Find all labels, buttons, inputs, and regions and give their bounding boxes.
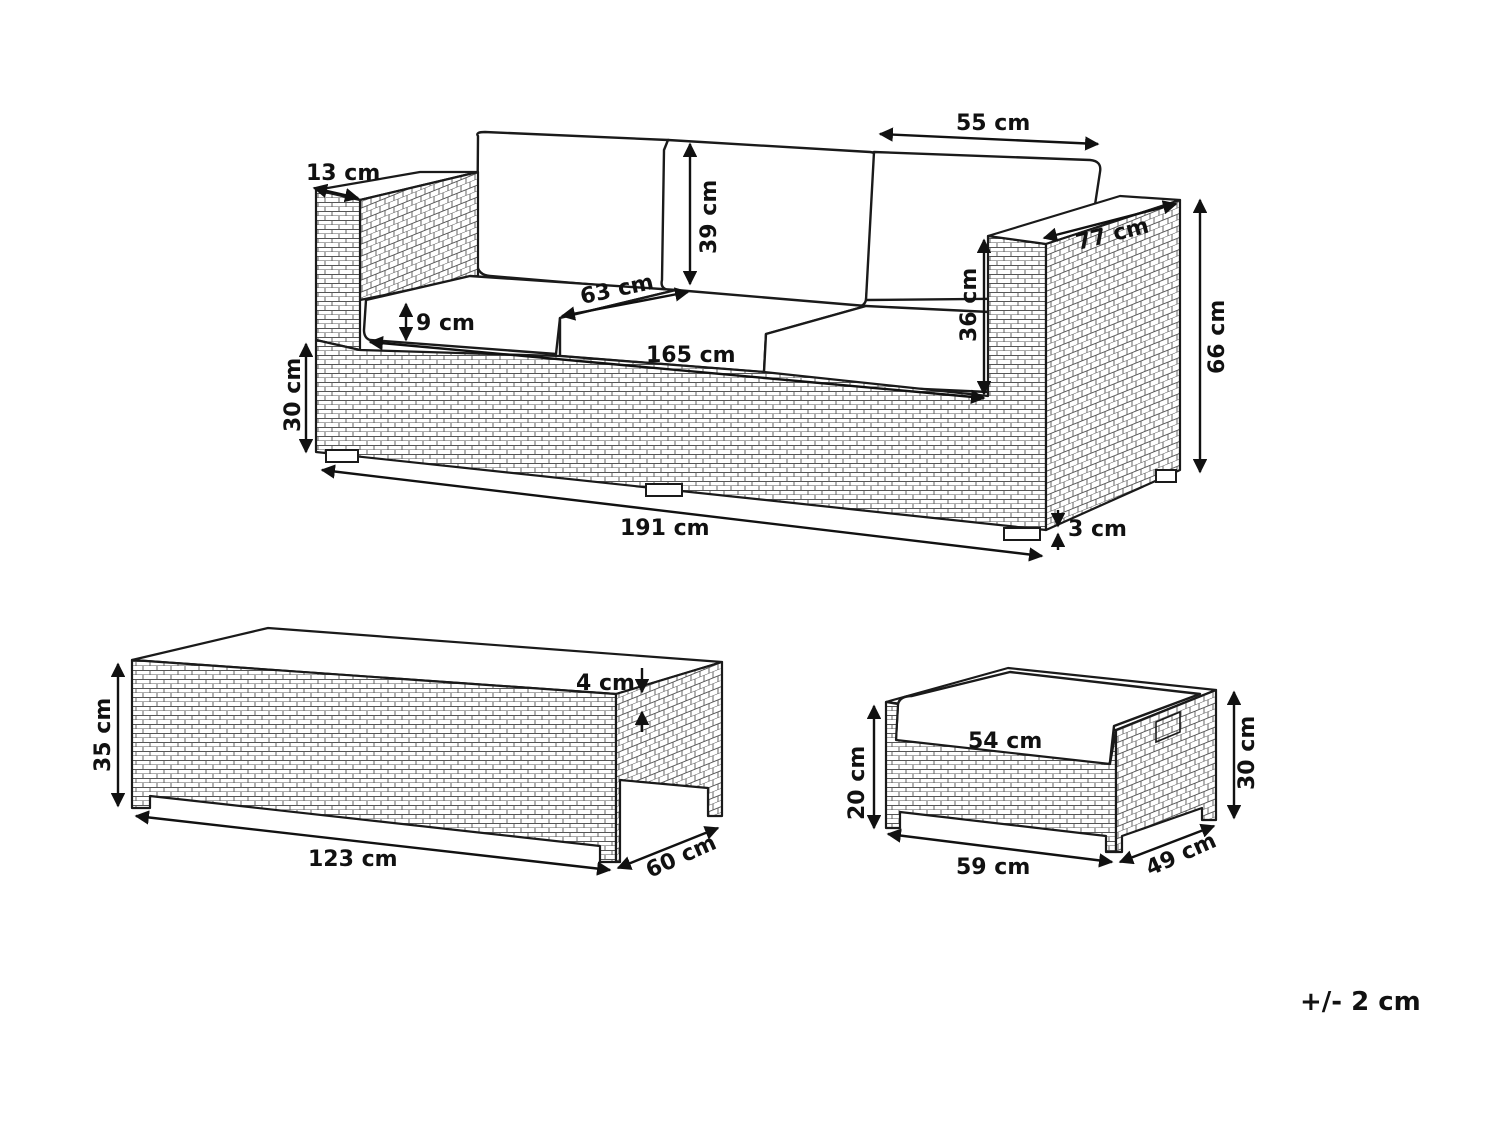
table-width-label: 123 cm	[308, 847, 398, 872]
ottoman-cushion-width-label: 54 cm	[968, 729, 1042, 754]
left-armrest-front	[314, 188, 362, 352]
sofa-armrest-width-label: 13 cm	[306, 161, 380, 186]
ottoman-side	[1114, 688, 1218, 854]
ottoman-drawing	[884, 666, 1218, 854]
table-dimension-lines	[110, 662, 720, 876]
sofa-total-height-label: 66 cm	[1205, 300, 1230, 374]
sofa-leg-front-left	[325, 449, 359, 463]
back-cushion-left	[475, 130, 678, 292]
table-drawing	[130, 626, 724, 864]
sofa-back-cushion-height-label: 39 cm	[697, 180, 722, 254]
table-height-label: 35 cm	[91, 698, 116, 772]
ottoman-depth-label: 49 cm	[1142, 828, 1220, 881]
ottoman-height-label: 30 cm	[1235, 716, 1260, 790]
sofa-seat-thickness-label: 9 cm	[416, 311, 475, 336]
table-front	[130, 658, 618, 864]
sofa-dimension-lines	[298, 127, 1208, 562]
sofa-drawing	[314, 130, 1182, 541]
sofa-leg-middle	[645, 483, 683, 497]
sofa-cushion-width-label: 55 cm	[956, 111, 1030, 136]
table-top-thickness-label: 4 cm	[576, 671, 635, 696]
ottoman-base-height-label: 20 cm	[845, 746, 870, 820]
ottoman-handle	[1155, 710, 1181, 744]
sofa-armrest-height-label: 36 cm	[957, 268, 982, 342]
sofa-seat-base-height-label: 30 cm	[281, 358, 306, 432]
sofa-leg-height-label: 3 cm	[1068, 517, 1127, 542]
tolerance-note: +/- 2 cm	[1300, 987, 1421, 1017]
sofa-leg-back-right	[1155, 469, 1177, 483]
table-depth-label: 60 cm	[642, 830, 720, 883]
sofa-total-width-label: 191 cm	[620, 516, 710, 541]
ottoman-dimension-lines	[866, 690, 1242, 868]
sofa-leg-front-right	[1003, 527, 1041, 541]
ottoman-width-label: 59 cm	[956, 855, 1030, 880]
back-cushion-middle	[660, 138, 880, 308]
sofa-inner-width-label: 165 cm	[646, 343, 736, 368]
